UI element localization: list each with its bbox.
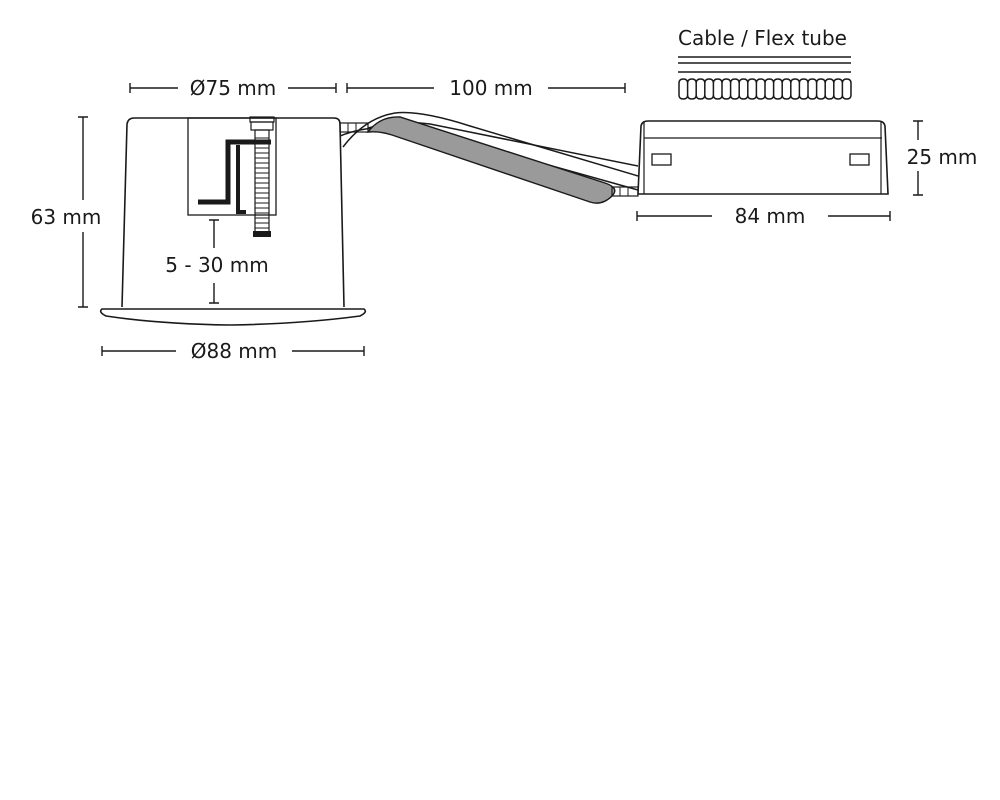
spring-slot [187, 117, 277, 216]
dim-driver-height: 25 mm [907, 120, 978, 196]
driver-clip-right [849, 153, 870, 166]
dim-housing-height: 63 mm [31, 116, 102, 308]
cable-legend-label: Cable / Flex tube [678, 26, 847, 50]
dim-adjustment-range: 5 - 30 mm [165, 219, 269, 304]
driver-clip-left [651, 153, 672, 166]
dim-cable-length: 100 mm [346, 76, 626, 100]
housing-body [121, 117, 345, 308]
housing [99, 116, 369, 326]
screw-thread [255, 137, 269, 229]
cable-legend: Cable / Flex tube [678, 26, 852, 100]
cable-assembly [339, 111, 639, 204]
flex-tube-symbol [678, 78, 852, 100]
housing-flange [99, 308, 367, 326]
dim-flange-diameter-label: Ø88 mm [191, 339, 278, 363]
spring-clip [198, 139, 271, 205]
adjustment-screw [249, 116, 275, 237]
dim-adjustment-range-label: 5 - 30 mm [165, 253, 268, 277]
dim-housing-top-diameter-label: Ø75 mm [190, 76, 277, 100]
flex-tube [366, 116, 616, 204]
dim-cable-length-label: 100 mm [449, 76, 533, 100]
spring-clip-inner [236, 145, 246, 214]
dim-housing-height-label: 63 mm [31, 205, 102, 229]
dim-flange-diameter: Ø88 mm [101, 339, 365, 363]
dim-housing-top-diameter: Ø75 mm [129, 76, 337, 100]
dim-driver-length: 84 mm [636, 204, 891, 228]
flex-tube-coil [678, 78, 852, 100]
dim-driver-length-label: 84 mm [735, 204, 806, 228]
dim-driver-height-label: 25 mm [907, 145, 978, 169]
driver-box [637, 120, 889, 195]
